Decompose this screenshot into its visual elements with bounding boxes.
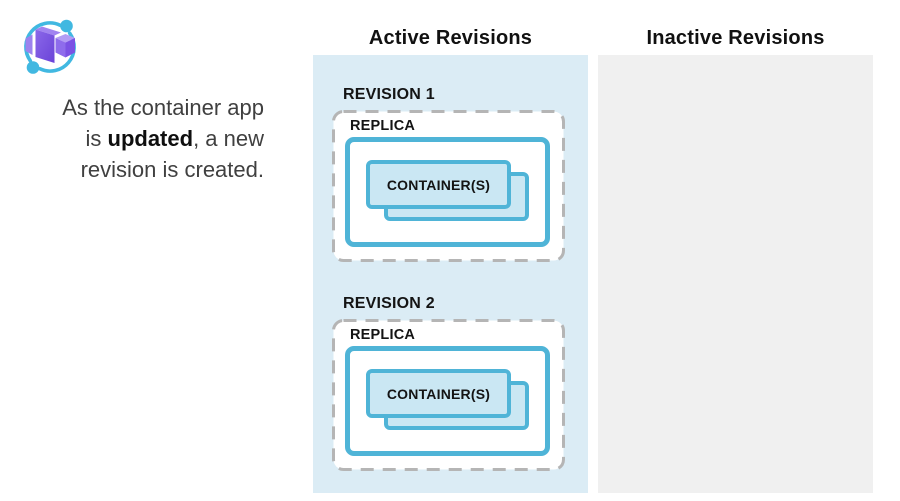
- revision-group-1: REVISION 1 REPLICA CONTAINER(S): [332, 85, 565, 262]
- revision-label: REVISION 1: [343, 86, 435, 103]
- replica-label: REPLICA: [350, 327, 416, 343]
- intro-text-after: , a new revision is created.: [80, 126, 264, 183]
- replica-box: CONTAINER(S): [345, 137, 550, 247]
- active-revisions-panel: REVISION 1 REPLICA CONTAINER(S) REVISION…: [313, 55, 588, 493]
- container-chip-front: CONTAINER(S): [366, 160, 511, 209]
- intro-text-before: As the container app is: [62, 95, 264, 152]
- orbit-dot-icon: [60, 19, 73, 33]
- orbit-dot-icon: [26, 61, 40, 74]
- revision-label: REVISION 2: [343, 295, 435, 312]
- container-chip-front: CONTAINER(S): [366, 369, 511, 418]
- azure-container-apps-icon: [24, 19, 76, 74]
- intro-text-bold: updated: [107, 126, 194, 152]
- intro-text: As the container app is updated, a new r…: [50, 92, 264, 186]
- replica-label: REPLICA: [350, 118, 416, 134]
- revision-group-2: REVISION 2 REPLICA CONTAINER(S): [332, 294, 565, 471]
- inactive-revisions-panel: [598, 55, 873, 493]
- revision-box: REPLICA CONTAINER(S): [332, 319, 565, 471]
- revision-box: REPLICA CONTAINER(S): [332, 110, 565, 262]
- active-revisions-header: Active Revisions: [368, 27, 533, 49]
- replica-box: CONTAINER(S): [345, 346, 550, 456]
- inactive-revisions-header: Inactive Revisions: [646, 27, 825, 49]
